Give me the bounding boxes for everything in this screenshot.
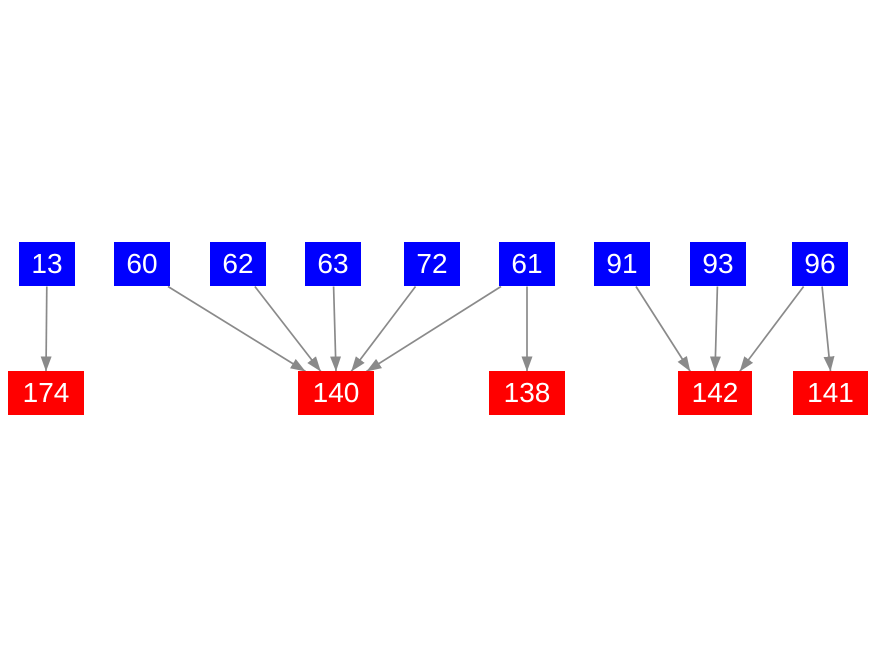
- node-62: 62: [210, 242, 266, 286]
- node-60: 60: [114, 242, 170, 286]
- node-138: 138: [489, 371, 565, 415]
- node-96: 96: [792, 242, 848, 286]
- node-61: 61: [499, 242, 555, 286]
- node-91: 91: [594, 242, 650, 286]
- node-141: 141: [793, 371, 868, 415]
- node-140: 140: [298, 371, 374, 415]
- node-13: 13: [19, 242, 75, 286]
- node-174: 174: [8, 371, 84, 415]
- node-63: 63: [305, 242, 361, 286]
- node-93: 93: [690, 242, 746, 286]
- node-72: 72: [404, 242, 460, 286]
- node-142: 142: [678, 371, 752, 415]
